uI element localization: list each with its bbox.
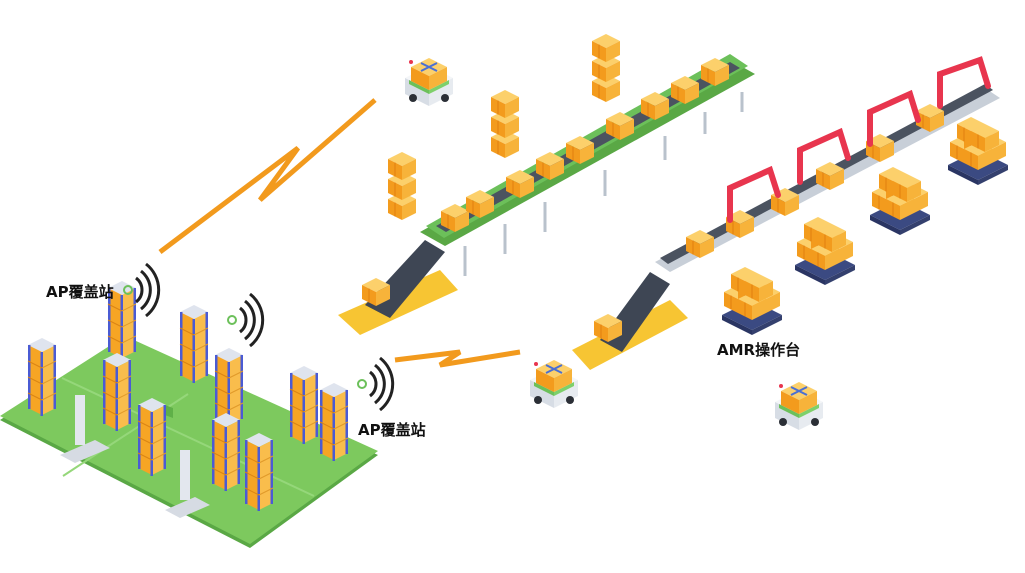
storage-rack-icon (102, 352, 132, 432)
pallet-icon (722, 267, 782, 335)
signal-arc-icon (227, 292, 265, 348)
robot-arm-icon (727, 56, 991, 223)
pallet-icon (795, 217, 855, 285)
storage-rack-icon (214, 347, 244, 427)
amr-robot-icon (529, 359, 579, 409)
storage-rack-icon (289, 365, 319, 445)
amr-station-label: AMR操作台 (717, 341, 801, 359)
lightning-icon (158, 98, 377, 254)
storage-rack-icon (211, 412, 241, 492)
conveyor-ramp (338, 240, 458, 335)
storage-rack-icon (179, 304, 209, 384)
signal-arc-icon (357, 356, 395, 412)
lightning-icon (394, 349, 521, 368)
storage-rack-icon (137, 397, 167, 477)
conveyor-ramp (572, 272, 688, 370)
storage-area (0, 280, 378, 548)
pallet-icon (948, 117, 1008, 185)
signal-arc-icon (123, 262, 161, 318)
storage-rack-icon (319, 382, 349, 462)
ap-station-label-bottom: AP覆盖站 (358, 421, 426, 439)
amr-robot-icon (404, 57, 454, 107)
storage-rack-icon (27, 337, 57, 417)
pallet-icon (870, 167, 930, 235)
conveyor-icon (655, 84, 1000, 272)
conveyor-icon (420, 54, 755, 276)
storage-rack-icon (244, 432, 274, 512)
ap-station-label-top: AP覆盖站 (46, 283, 114, 301)
amr-robot-icon (774, 381, 824, 431)
